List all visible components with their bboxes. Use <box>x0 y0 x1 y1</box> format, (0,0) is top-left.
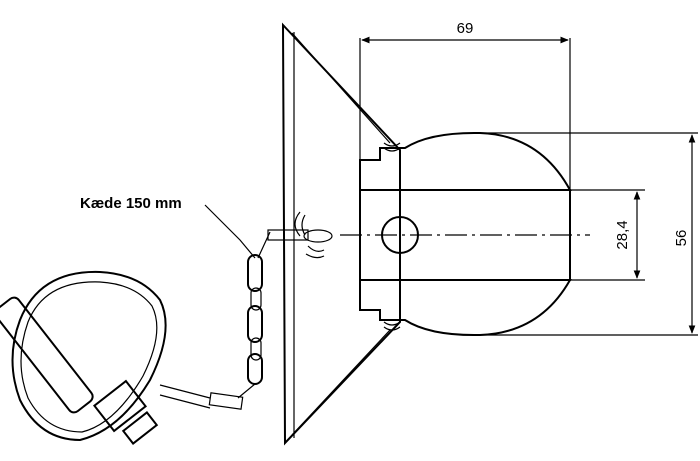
pin-holder <box>267 211 333 259</box>
chain-link <box>250 287 262 311</box>
dimension-length: 69 <box>359 20 571 190</box>
chain-link <box>250 337 262 361</box>
linch-pin <box>0 270 167 445</box>
dimension-outer-diameter: 56 <box>480 132 698 336</box>
chain-link <box>247 305 263 343</box>
pin-ring <box>11 270 167 442</box>
chain-link <box>247 254 263 292</box>
bore-diameter-value: 28,4 <box>614 220 631 249</box>
ball-section <box>340 131 590 337</box>
dimension-bore-diameter: 28,4 <box>570 189 645 281</box>
chain-callout-label: Kæde 150 mm <box>80 195 182 212</box>
chain <box>159 231 271 410</box>
chain-callout: Kæde 150 mm <box>80 195 256 259</box>
pin-head <box>92 379 148 433</box>
pin-shaft <box>0 296 94 414</box>
outer-diameter-value: 56 <box>673 230 690 247</box>
length-value: 69 <box>457 20 474 37</box>
